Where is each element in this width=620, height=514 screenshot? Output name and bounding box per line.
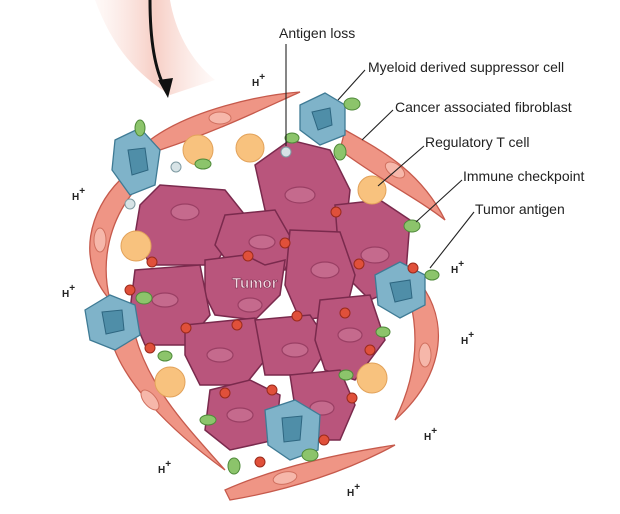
proton-label: H+ bbox=[424, 426, 437, 443]
tumor-cells: Tumor bbox=[129, 139, 411, 451]
label-checkpoint: Immune checkpoint bbox=[463, 168, 585, 184]
arrow-head-icon bbox=[158, 78, 173, 98]
proton-label: H+ bbox=[158, 459, 171, 476]
fibroblasts bbox=[89, 91, 446, 501]
proton-label: H+ bbox=[72, 186, 85, 203]
antigen-loss-markers bbox=[124, 146, 292, 210]
label-caf: Cancer associated fibroblast bbox=[395, 99, 572, 115]
label-treg: Regulatory T cell bbox=[425, 134, 530, 150]
label-antigen-loss: Antigen loss bbox=[279, 25, 355, 41]
proton-label: H+ bbox=[347, 482, 360, 499]
flow-band bbox=[95, 0, 215, 95]
proton-labels: H+ H+ H+ H+ H+ H+ H+ H+ bbox=[62, 72, 474, 499]
proton-label: H+ bbox=[461, 330, 474, 347]
tumor-antigens bbox=[124, 206, 419, 468]
label-tumor-antigen: Tumor antigen bbox=[475, 201, 565, 217]
tumor-label: Tumor bbox=[232, 275, 278, 292]
proton-label: H+ bbox=[252, 72, 265, 89]
mdsc-cells bbox=[84, 92, 426, 461]
proton-label: H+ bbox=[62, 283, 75, 300]
leader-lines bbox=[285, 44, 475, 269]
label-mdsc: Myeloid derived suppressor cell bbox=[368, 59, 564, 75]
immune-checkpoints bbox=[134, 97, 440, 475]
proton-label: H+ bbox=[451, 259, 464, 276]
regulatory-t-cells bbox=[120, 133, 388, 398]
